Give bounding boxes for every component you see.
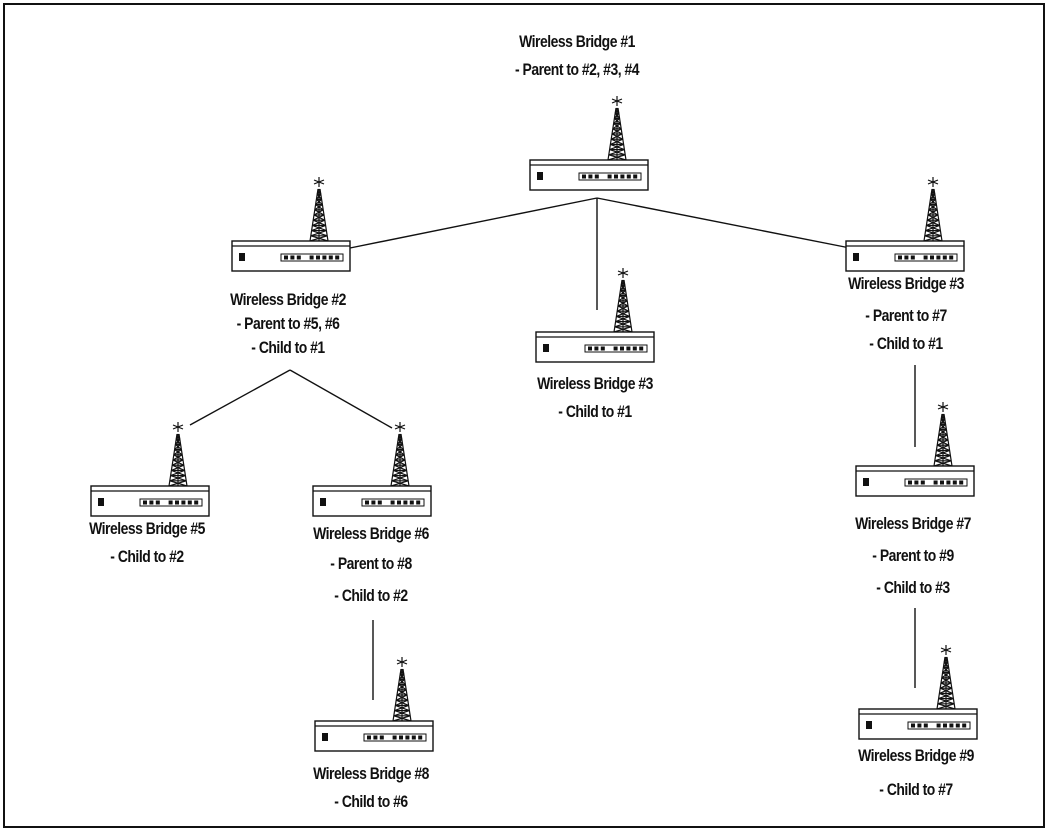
wireless-bridge-antenna-icon bbox=[529, 96, 649, 191]
bridge-3-center-line-1: - Child to #1 bbox=[558, 402, 632, 421]
bridge-7-line-2: - Child to #3 bbox=[876, 578, 950, 597]
bridge-2-title: Wireless Bridge #2 bbox=[230, 290, 346, 309]
bridge-7-line-1: - Parent to #9 bbox=[872, 546, 954, 565]
bridge-6-caption: Wireless Bridge #6 - Parent to #8 - Chil… bbox=[273, 520, 470, 610]
bridge-9-line-1: - Child to #7 bbox=[879, 780, 953, 799]
bridge-5-caption: Wireless Bridge #5 - Child to #2 bbox=[49, 515, 246, 571]
bridge-6-line-1: - Parent to #8 bbox=[330, 554, 412, 573]
bridge-3-right-line-2: - Child to #1 bbox=[869, 334, 943, 353]
bridge-5-device bbox=[90, 420, 210, 520]
wireless-bridge-antenna-icon bbox=[845, 177, 965, 272]
bridge-8-title: Wireless Bridge #8 bbox=[313, 764, 429, 783]
bridge-3-right-device bbox=[845, 175, 965, 275]
bridge-8-caption: Wireless Bridge #8 - Child to #6 bbox=[273, 760, 470, 816]
bridge-6-device bbox=[312, 420, 432, 520]
bridge-1-title: Wireless Bridge #1 bbox=[519, 32, 635, 51]
bridge-1-line-1: - Parent to #2, #3, #4 bbox=[515, 60, 639, 79]
bridge-2-line-2: - Child to #1 bbox=[251, 338, 325, 357]
bridge-1-device bbox=[529, 94, 649, 194]
link-b2-b6 bbox=[289, 369, 393, 429]
wireless-bridge-antenna-icon bbox=[858, 645, 978, 740]
link-b2-b5 bbox=[189, 369, 291, 426]
bridge-2-line-1: - Parent to #5, #6 bbox=[236, 314, 340, 333]
bridge-9-caption: Wireless Bridge #9 - Child to #7 bbox=[818, 742, 1015, 804]
bridge-2-device bbox=[231, 175, 351, 275]
bridge-1-caption: Wireless Bridge #1 - Parent to #2, #3, #… bbox=[479, 28, 676, 84]
bridge-8-device bbox=[314, 655, 434, 755]
bridge-3-right-line-1: - Parent to #7 bbox=[865, 306, 947, 325]
bridge-6-line-2: - Child to #2 bbox=[334, 586, 408, 605]
bridge-3-center-title: Wireless Bridge #3 bbox=[537, 374, 653, 393]
wireless-bridge-antenna-icon bbox=[312, 422, 432, 517]
bridge-9-device bbox=[858, 643, 978, 743]
bridge-5-line-1: - Child to #2 bbox=[110, 547, 184, 566]
wireless-bridge-antenna-icon bbox=[855, 402, 975, 497]
wireless-bridge-antenna-icon bbox=[314, 657, 434, 752]
diagram-frame bbox=[3, 3, 1045, 828]
wireless-bridge-antenna-icon bbox=[90, 422, 210, 517]
bridge-3-center-device bbox=[535, 266, 655, 366]
wireless-bridge-antenna-icon bbox=[535, 268, 655, 363]
wireless-bridge-antenna-icon bbox=[231, 177, 351, 272]
bridge-3-right-caption: Wireless Bridge #3 - Parent to #7 - Chil… bbox=[808, 270, 1005, 358]
link-b1-b3-right bbox=[596, 197, 851, 249]
link-b1-b2 bbox=[349, 197, 598, 249]
bridge-2-caption: Wireless Bridge #2 - Parent to #5, #6 - … bbox=[190, 286, 387, 362]
bridge-7-caption: Wireless Bridge #7 - Parent to #9 - Chil… bbox=[815, 510, 1012, 602]
bridge-9-title: Wireless Bridge #9 bbox=[858, 746, 974, 765]
bridge-3-right-title: Wireless Bridge #3 bbox=[848, 274, 964, 293]
bridge-6-title: Wireless Bridge #6 bbox=[313, 524, 429, 543]
bridge-8-line-1: - Child to #6 bbox=[334, 792, 408, 811]
bridge-3-center-caption: Wireless Bridge #3 - Child to #1 bbox=[497, 370, 694, 426]
bridge-7-title: Wireless Bridge #7 bbox=[855, 514, 971, 533]
bridge-7-device bbox=[855, 400, 975, 500]
bridge-5-title: Wireless Bridge #5 bbox=[89, 519, 205, 538]
